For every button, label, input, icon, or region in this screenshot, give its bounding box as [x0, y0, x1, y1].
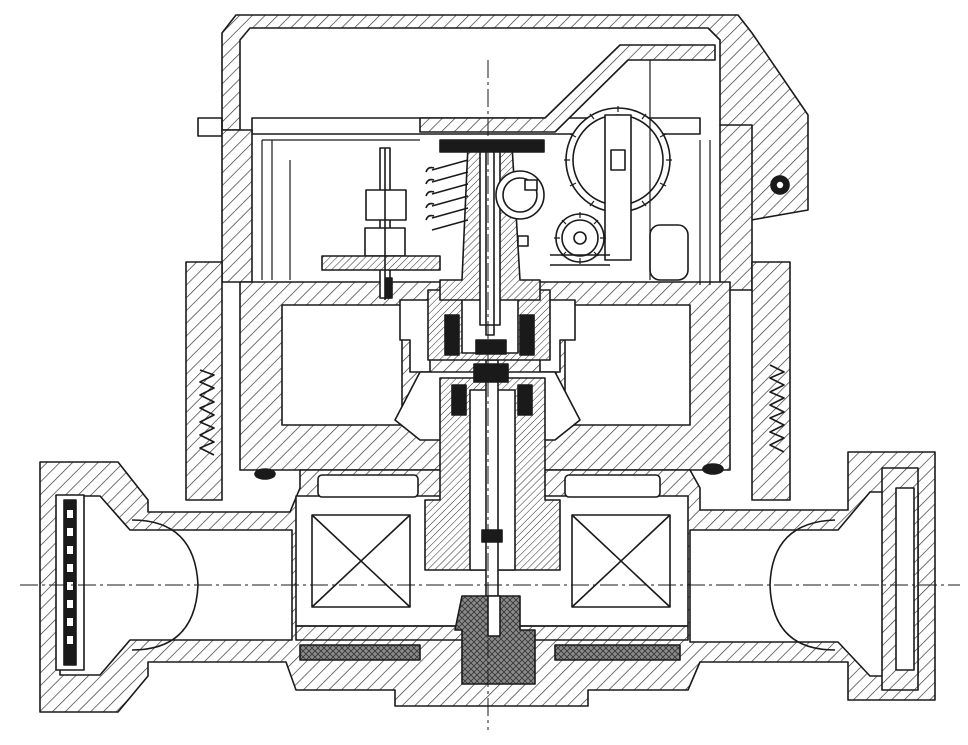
- gear-train: [495, 106, 689, 281]
- register-frame: [261, 60, 711, 285]
- spring: [425, 159, 469, 231]
- right-thread: [769, 364, 785, 453]
- inlet-strainer: [55, 494, 85, 671]
- register-shaft: [321, 147, 441, 300]
- cover-hinge: [770, 175, 790, 195]
- left-thread: [199, 369, 215, 456]
- central-spindle: [424, 139, 561, 685]
- centerlines: [20, 60, 960, 730]
- outlet-cap: [881, 467, 919, 691]
- register-housing: [185, 124, 791, 501]
